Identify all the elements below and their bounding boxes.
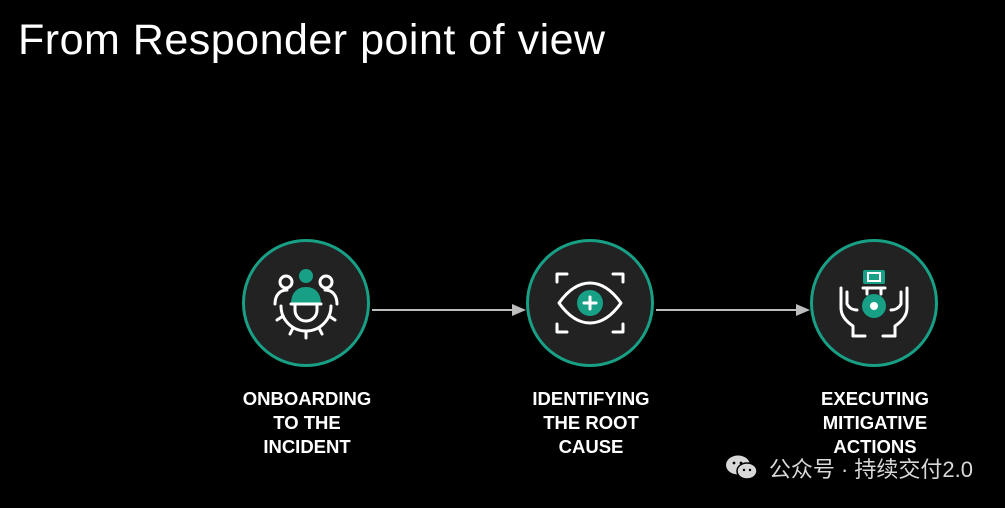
step-3-label: EXECUTING MITIGATIVE ACTIONS [821,388,929,457]
arrow-step-1-to-2 [372,304,526,316]
step-1-circle [242,239,370,367]
page-title: From Responder point of view [18,16,606,64]
eye-focus-icon [555,272,625,334]
watermark-text: 公众号 · 持续交付2.0 [768,457,973,482]
step-3-circle [810,239,938,367]
step-1-label: ONBOARDING TO THE INCIDENT [242,388,372,457]
watermark: 公众号 · 持续交付2.0 [725,452,973,484]
step-2-circle [526,239,654,367]
team-gear-icon [273,269,339,340]
arrow-step-2-to-3 [656,304,810,316]
hands-controller-icon [839,270,909,338]
wechat-icon [725,455,758,480]
step-2-label: IDENTIFYING THE ROOT CAUSE [532,388,650,457]
